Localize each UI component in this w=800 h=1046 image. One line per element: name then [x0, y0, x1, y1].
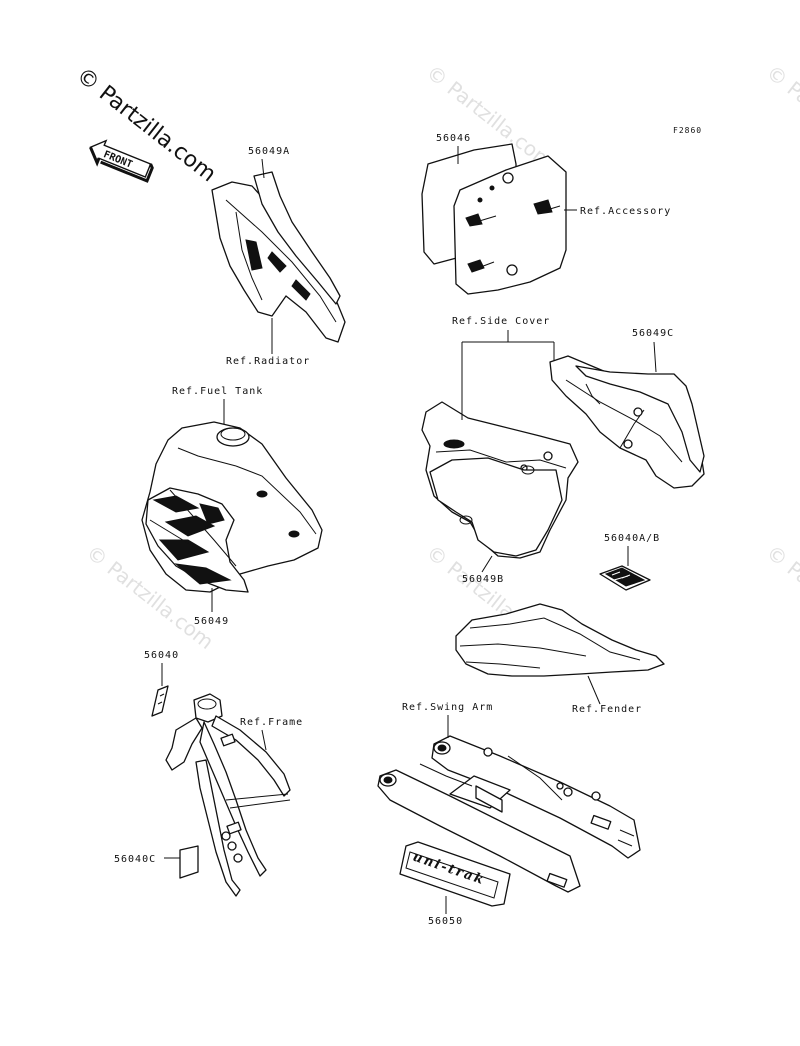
leader-56049c — [653, 341, 657, 373]
watermark-faint-5: © Partzilla.com — [762, 540, 800, 654]
label-56040c: 56040C — [114, 854, 156, 865]
label-56049c: 56049C — [632, 328, 674, 339]
leader-56049b — [481, 555, 493, 573]
left-side-cover — [421, 401, 579, 559]
decal-56049c — [575, 365, 705, 473]
label-56040ab: 56040A/B — [604, 533, 660, 544]
label-ref-frame: Ref.Frame — [240, 717, 303, 728]
fuel-tank — [141, 421, 323, 593]
frame — [151, 685, 291, 897]
label-56040: 56040 — [144, 650, 179, 661]
decal-56040 — [151, 685, 169, 717]
fuel-cap — [216, 427, 250, 447]
label-ref-radiator: Ref.Radiator — [226, 356, 310, 367]
front-arrow-icon: FRONT — [89, 139, 154, 183]
label-ref-fender: Ref.Fender — [572, 704, 642, 715]
swing-arm: uni-trak — [377, 735, 641, 907]
label-ref-swing-arm: Ref.Swing Arm — [402, 702, 493, 713]
label-ref-side-cover: Ref.Side Cover — [452, 316, 550, 327]
watermark-faint-2: © Partzilla.com — [762, 60, 800, 174]
label-ref-fuel-tank: Ref.Fuel Tank — [172, 386, 263, 397]
label-56049: 56049 — [194, 616, 229, 627]
leader-ref-side-cover — [461, 330, 555, 420]
label-56050: 56050 — [428, 916, 463, 927]
right-side-cover — [549, 355, 705, 489]
figure-code: F2860 — [673, 126, 702, 135]
decal-56040ab — [599, 565, 651, 591]
label-56049b: 56049B — [462, 574, 504, 585]
label-56046: 56046 — [436, 133, 471, 144]
rear-fender — [455, 603, 665, 677]
leader-56049a — [261, 158, 265, 179]
decal-56049b — [429, 457, 563, 557]
leader-ref-frame — [261, 729, 267, 751]
decal-56040c — [179, 845, 199, 879]
label-ref-accessory: Ref.Accessory — [580, 206, 671, 217]
radiator-shroud — [211, 171, 346, 343]
label-56049a: 56049A — [248, 146, 290, 157]
leader-ref-fender — [587, 675, 601, 705]
number-plate — [421, 143, 567, 295]
